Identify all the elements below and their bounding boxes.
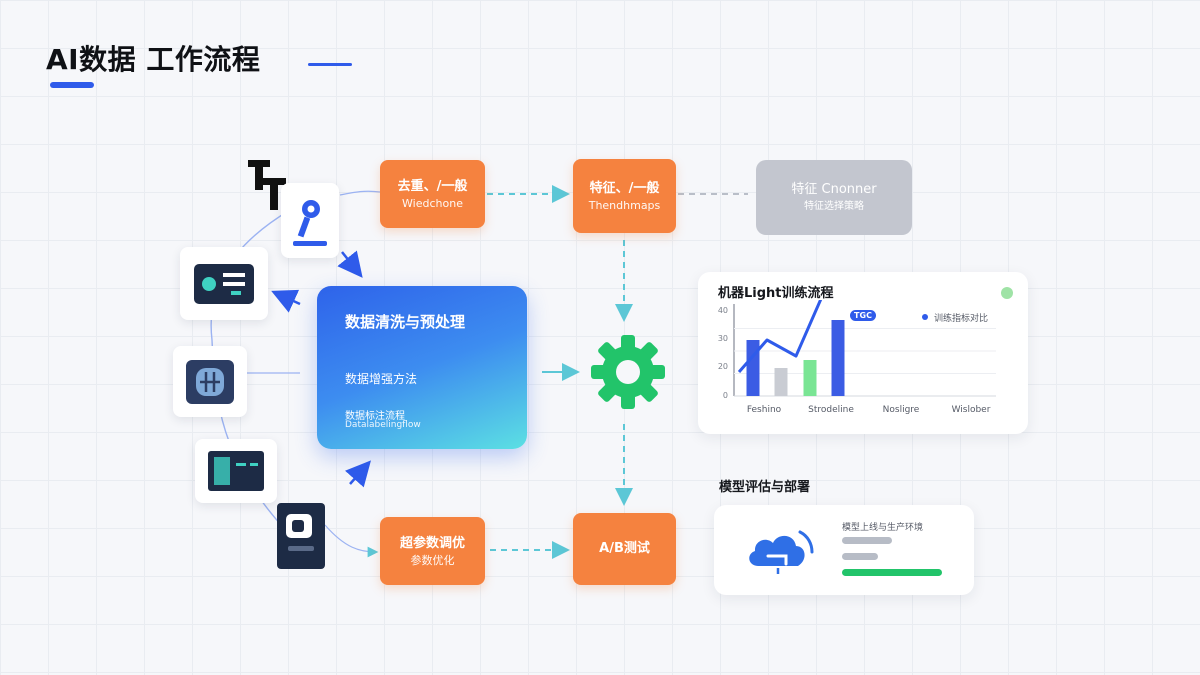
step2-line1: 特征、/一般 [589,180,660,196]
step2-line2: Thendhmaps [588,198,661,212]
data-cleaning-box[interactable]: 数据清洗与预处理 数据增强方法 数据标注流程 Datalabelingflow [317,286,527,449]
abtest-line1: A/B测试 [599,541,650,556]
x-category-label: Nosligre [882,405,920,415]
training-bar-chart [733,300,996,397]
microscope-icon [293,199,327,246]
step3-line1: 特征 Cnonner [791,182,877,197]
document-source-tile[interactable] [276,502,326,570]
y-tick-label: 0 [722,391,728,400]
server-source-tile[interactable] [180,247,268,320]
y-tick-label: 40 [717,306,728,315]
x-category-label: Strodeline [808,405,854,415]
x-category-label: Feshino [746,405,782,415]
abtest-box[interactable]: A/B测试 [573,513,676,585]
deploy-text: 模型上线与生产环境 [842,523,924,533]
chip-icon [186,359,234,404]
deploy-progress-bar [842,569,942,576]
microscope-source-tile[interactable] [281,183,339,258]
document-icon [277,503,325,569]
deploy-section-title: 模型评估与部署 [719,480,811,495]
title-note-underline [308,63,352,66]
training-card-title: 机器Light训练流程 [718,286,834,301]
step3-box[interactable]: 特征 Cnonner 特征选择策略 [756,160,912,235]
arrow-top-in [337,250,363,278]
y-tick-label: 20 [717,362,728,371]
title-accent-bar [50,82,94,88]
chart-bar [831,320,845,396]
step1-box[interactable]: 去重、/一般 Wiedchone [380,160,485,228]
training-card-badge: TGC [850,310,876,321]
cleaning-subtitle: 数据增强方法 [345,372,418,386]
storage-source-tile[interactable] [195,439,277,503]
text-tool-icon [248,160,286,210]
legend-dot [922,314,928,320]
chart-bar [746,340,760,396]
x-category-label: Wislober [951,405,991,415]
gear-icon [591,335,665,409]
legend-text: 训练指标对比 [934,314,989,324]
arrow-left-in [271,289,301,313]
step3-line2: 特征选择策略 [804,201,864,212]
chart-bar [774,368,788,396]
y-tick-label: 30 [717,334,728,343]
cleaning-note2: Datalabelingflow [345,420,421,430]
line-series [737,300,823,373]
chart-bar [803,360,817,396]
cloud-icon [749,530,814,574]
model-line2: 参数优化 [410,553,455,567]
step2-box[interactable]: 特征、/一般 Thendhmaps [573,159,676,233]
server-icon [194,263,254,304]
model-tuning-box[interactable]: 超参数调优 参数优化 [380,517,485,585]
cleaning-note1: 数据标注流程 [345,411,405,422]
cleaning-title: 数据清洗与预处理 [345,313,466,331]
page-title: AI数据 工作流程 [46,43,261,76]
chip-source-tile[interactable] [173,346,247,417]
placeholder-bar [842,553,878,560]
step1-line1: 去重、/一般 [397,178,468,194]
model-line1: 超参数调优 [399,535,465,551]
placeholder-bar [842,537,892,544]
step1-line2: Wiedchone [402,196,463,210]
arrow-bottom-in [345,460,371,488]
storage-icon [208,451,264,491]
status-indicator [1001,287,1013,299]
